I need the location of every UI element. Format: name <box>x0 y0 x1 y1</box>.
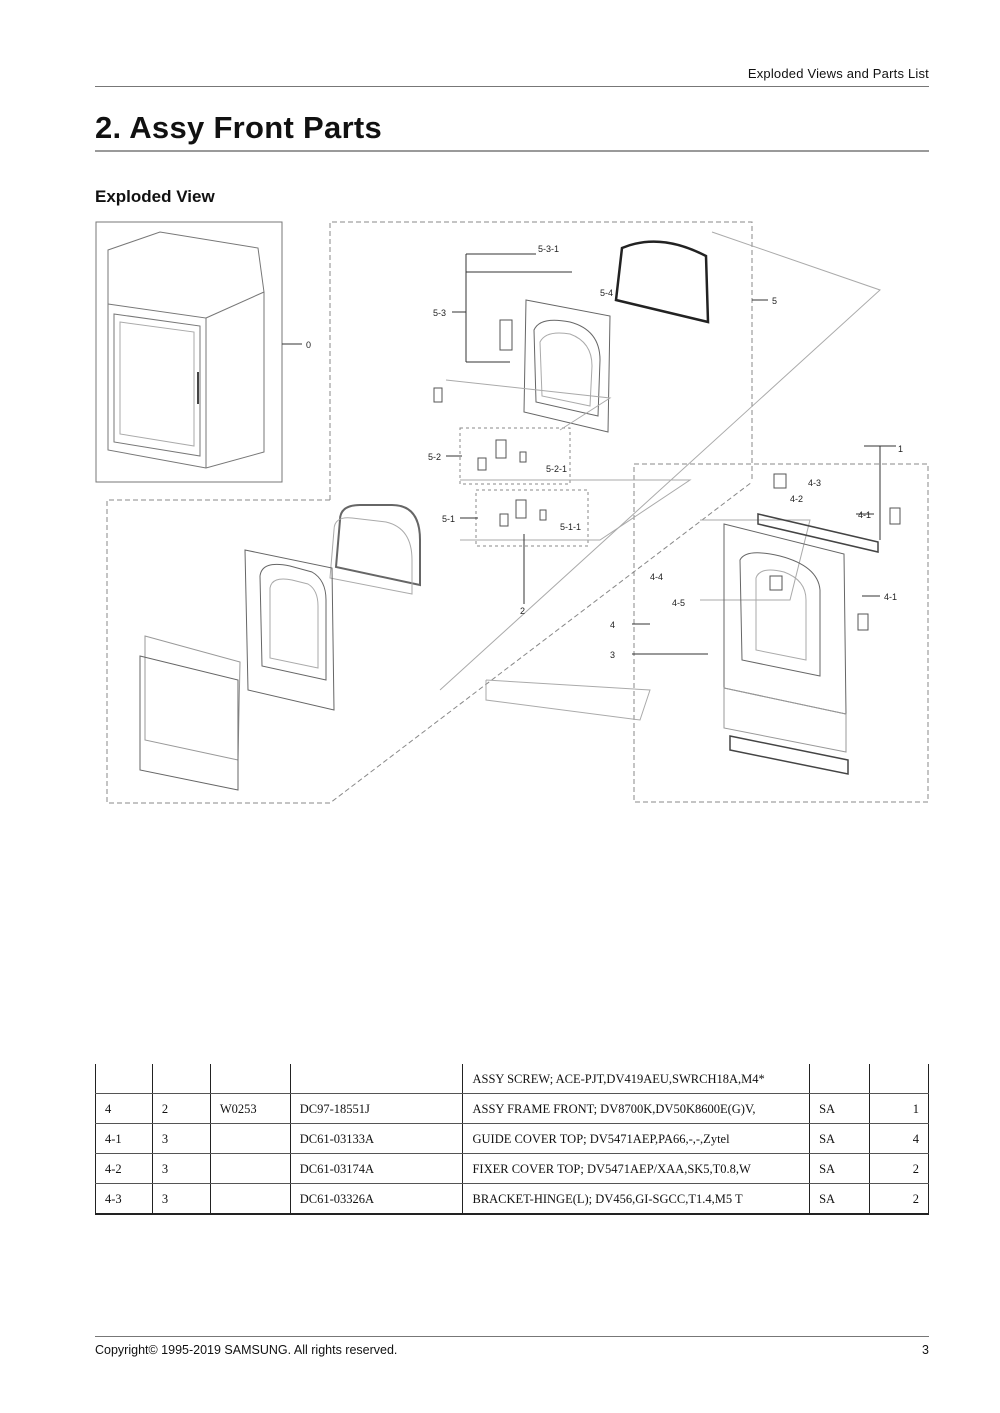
callout-4-1-side: 4-1 <box>884 592 897 602</box>
callout-5-3: 5-3 <box>433 308 446 318</box>
callout-4-3: 4-3 <box>808 478 821 488</box>
door-glass-drawing <box>329 504 421 595</box>
cell-sa <box>809 1064 871 1094</box>
header-rule <box>95 86 929 87</box>
callout-4-2: 4-2 <box>790 494 803 504</box>
hinge-drawings <box>477 439 547 527</box>
table-row: 4-2 3 DC61-03174A FIXER COVER TOP; DV547… <box>95 1153 929 1184</box>
door-assembly-drawing <box>433 240 710 433</box>
cell-desc: GUIDE COVER TOP; DV5471AEP,PA66,-,-,Zyte… <box>462 1123 811 1154</box>
cell-level: 3 <box>151 1123 211 1154</box>
cell-sa: SA <box>809 1183 871 1215</box>
callout-5-1-1: 5-1-1 <box>560 522 581 532</box>
cell-loc: 4-3 <box>95 1183 153 1215</box>
callout-4-1-top: 4-1 <box>858 510 871 520</box>
leader-lines <box>282 253 896 655</box>
door-exploded-box <box>106 481 753 804</box>
cell-sa: SA <box>809 1093 871 1124</box>
table-row: 4 2 W0253 DC97-18551J ASSY FRAME FRONT; … <box>95 1093 929 1124</box>
cell-qty <box>869 1064 929 1094</box>
callout-5: 5 <box>772 296 777 306</box>
cell-qty: 1 <box>869 1093 929 1124</box>
cell-desc: ASSY SCREW; ACE-PJT,DV419AEU,SWRCH18A,M4… <box>462 1064 811 1094</box>
callout-1: 1 <box>898 444 903 454</box>
cell-sub: W0253 <box>209 1093 291 1124</box>
table-row: 4-3 3 DC61-03326A BRACKET-HINGE(L); DV45… <box>95 1183 929 1215</box>
cell-loc <box>95 1064 153 1094</box>
cell-code <box>289 1064 464 1094</box>
cell-desc: FIXER COVER TOP; DV5471AEP/XAA,SK5,T0.8,… <box>462 1153 811 1184</box>
callout-4-4: 4-4 <box>650 572 663 582</box>
cell-level: 2 <box>151 1093 211 1124</box>
product-view-box <box>95 221 283 483</box>
table-row: 4-1 3 DC61-03133A GUIDE COVER TOP; DV547… <box>95 1123 929 1154</box>
dryer-product-drawing <box>107 231 265 469</box>
cell-loc: 4 <box>95 1093 153 1124</box>
cell-qty: 2 <box>869 1153 929 1184</box>
frame-group-box <box>633 463 929 803</box>
callout-4-5: 4-5 <box>672 598 685 608</box>
callout-3: 3 <box>610 650 615 660</box>
cell-code: DC61-03133A <box>289 1123 464 1154</box>
cell-level <box>151 1064 211 1094</box>
callout-5-2-1: 5-2-1 <box>546 464 567 474</box>
callout-5-2: 5-2 <box>428 452 441 462</box>
hinge-group-51-box <box>475 489 589 547</box>
cell-qty: 2 <box>869 1183 929 1215</box>
front-frame-drawing <box>723 473 901 775</box>
cell-sub <box>209 1064 291 1094</box>
cell-qty: 4 <box>869 1123 929 1154</box>
cell-level: 3 <box>151 1153 211 1184</box>
footer-rule <box>95 1336 929 1337</box>
cell-sub <box>209 1153 291 1184</box>
cell-loc: 4-2 <box>95 1153 153 1184</box>
footer-copyright: Copyright© 1995-2019 SAMSUNG. All rights… <box>95 1343 398 1357</box>
cell-desc: BRACKET-HINGE(L); DV456,GI-SGCC,T1.4,M5 … <box>462 1183 811 1215</box>
cell-code: DC61-03326A <box>289 1183 464 1215</box>
cell-sub <box>209 1183 291 1215</box>
title-rule <box>95 150 929 152</box>
callout-5-1: 5-1 <box>442 514 455 524</box>
parts-list-table: ASSY SCREW; ACE-PJT,DV419AEU,SWRCH18A,M4… <box>95 1064 929 1215</box>
cell-sa: SA <box>809 1123 871 1154</box>
callout-5-4: 5-4 <box>600 288 613 298</box>
cell-code: DC97-18551J <box>289 1093 464 1124</box>
callout-2: 2 <box>520 606 525 616</box>
cell-loc: 4-1 <box>95 1123 153 1154</box>
callout-4: 4 <box>610 620 615 630</box>
door-panel-drawing <box>139 635 241 791</box>
page-title: 2. Assy Front Parts <box>95 110 383 145</box>
door-group-box <box>329 221 753 500</box>
cell-level: 3 <box>151 1183 211 1215</box>
section-subtitle: Exploded View <box>95 187 215 206</box>
assembly-guide-lines <box>439 231 881 721</box>
table-row: ASSY SCREW; ACE-PJT,DV419AEU,SWRCH18A,M4… <box>95 1064 929 1094</box>
door-frame-drawing <box>244 549 335 711</box>
callout-0: 0 <box>306 340 311 350</box>
cell-desc: ASSY FRAME FRONT; DV8700K,DV50K8600E(G)V… <box>462 1093 811 1124</box>
page-number: 3 <box>922 1343 929 1357</box>
cell-sub <box>209 1123 291 1154</box>
cell-sa: SA <box>809 1153 871 1184</box>
callout-5-3-1: 5-3-1 <box>538 244 559 254</box>
cell-code: DC61-03174A <box>289 1153 464 1184</box>
header-section-title: Exploded Views and Parts List <box>747 66 929 81</box>
hinge-group-52-box <box>459 427 571 485</box>
